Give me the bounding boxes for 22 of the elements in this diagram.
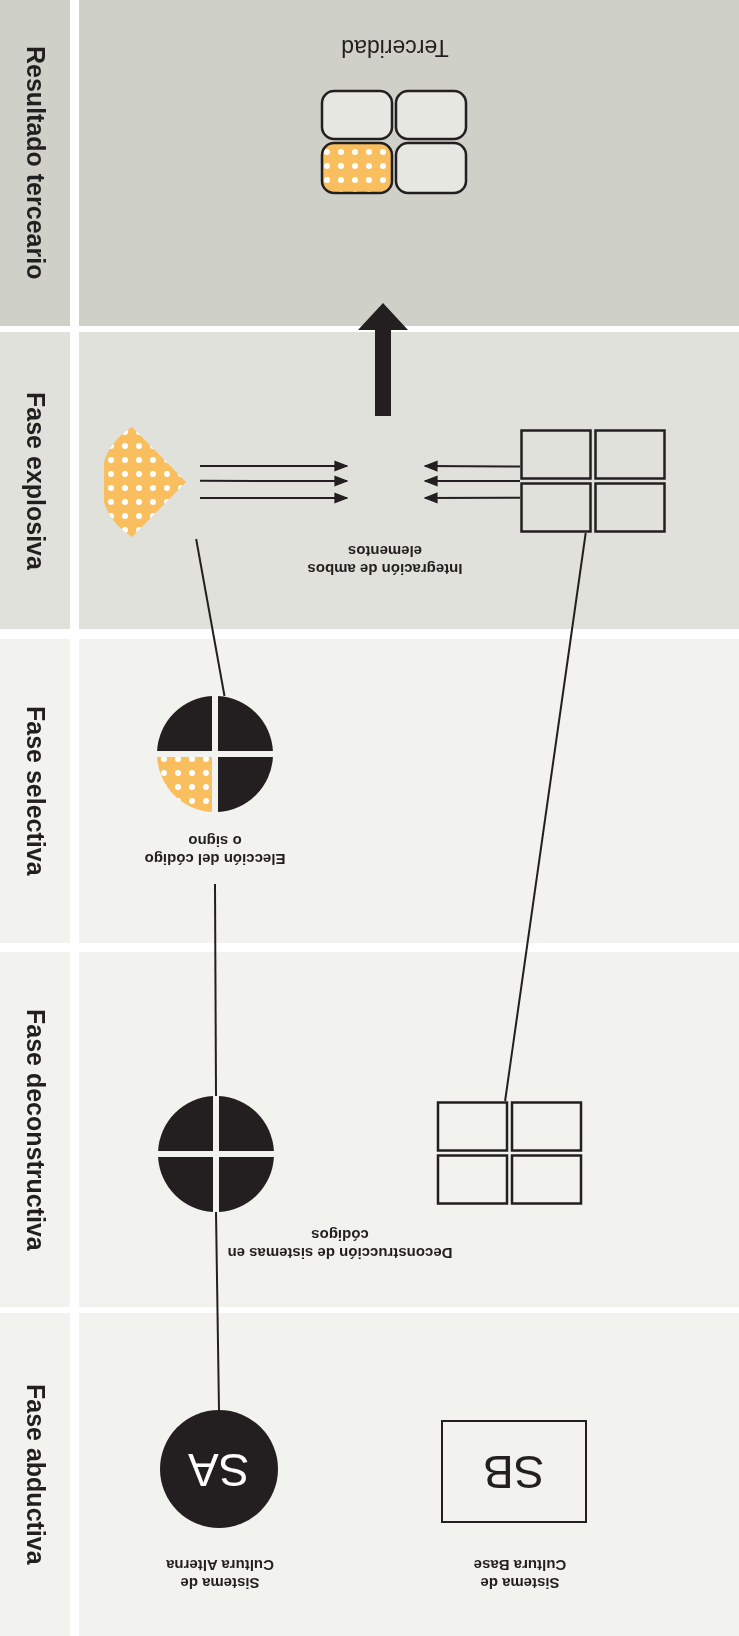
phase-label: Fase deconstructiva [20,1008,51,1251]
caption-text: Deconstrucción de sistemas en códigos [226,1226,454,1262]
phase-label: Fase abductiva [20,1384,51,1565]
caption-text: Sistema de Cultura Alterna [165,1556,275,1592]
caption-text: Sistema de Cultura Base [472,1556,568,1592]
connector-line [504,532,587,1102]
connector-line [215,1211,220,1411]
caption-text: Elección del código o signo [143,832,287,868]
arrow [423,475,521,487]
phase-label: Fase selectiva [20,706,51,876]
connector-line [195,538,226,697]
caption-text: Terceridad [340,33,450,63]
arrow [423,460,521,472]
system-box: SB [441,1420,587,1523]
arrow [199,475,349,487]
connector-line [214,883,217,1097]
caption-text: Integración de ambos elementos [306,542,464,578]
arrow [423,492,521,504]
phase-label: Fase explosiva [20,391,51,570]
arrow [199,492,349,504]
arrow [199,460,349,472]
phase-label: Resultado terceario [20,46,51,280]
